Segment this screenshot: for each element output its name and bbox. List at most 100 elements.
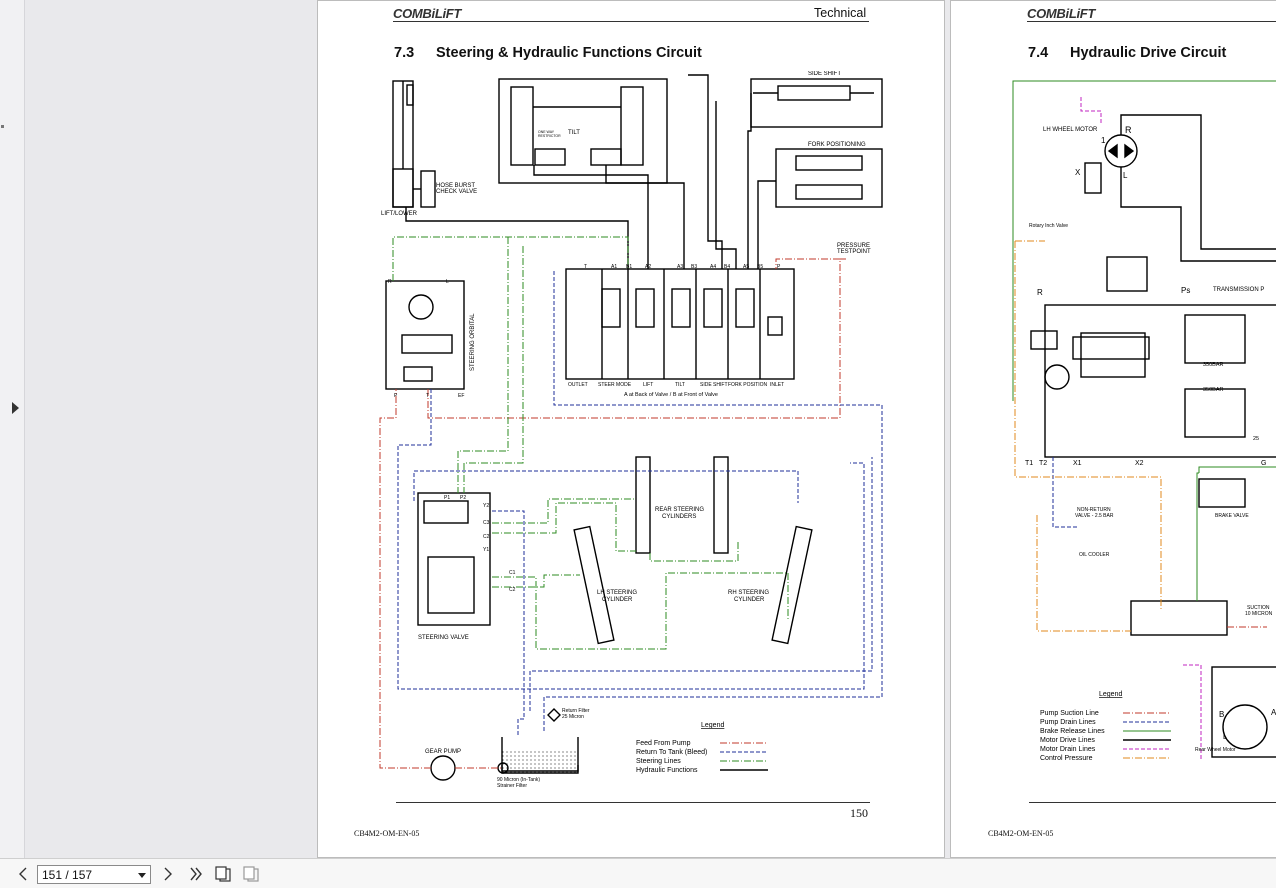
copy-pages-icon: [243, 866, 259, 882]
label-brake-valve: BRAKE VALVE: [1215, 513, 1249, 519]
header-rule: [393, 21, 869, 22]
combilift-logo: COMBiLiFT: [1027, 6, 1096, 21]
document-page-151: COMBiLiFT 7.4 Hydraulic Drive Circuit: [950, 0, 1276, 858]
previous-page-button[interactable]: [14, 865, 32, 883]
next-page-button[interactable]: [159, 865, 177, 883]
label-rh-steering-2: CYLINDER: [734, 597, 765, 603]
legend-label-hydraulic: Hydraulic Functions: [636, 767, 698, 774]
label-port-1: 1: [1101, 136, 1106, 145]
port-p2: P2: [460, 495, 466, 501]
port-c2-b: C2: [509, 587, 516, 593]
legend-label-motor-drain: Motor Drain Lines: [1040, 746, 1096, 753]
label-non-return-1: NON-RETURN: [1077, 507, 1111, 513]
label-rh-steering-1: RH STEERING: [728, 590, 769, 596]
label-pressure-1: PRESSURE: [837, 243, 870, 249]
drive-tank: [1130, 600, 1228, 636]
port-p: P: [777, 264, 781, 270]
label-hose-burst-1: HOSE BURST: [436, 183, 475, 189]
brake-valve: [1198, 478, 1246, 508]
label-rotary-inch: Rotary Inch Valve: [1029, 223, 1068, 229]
page-number-select[interactable]: 151 / 157: [37, 865, 151, 884]
one-way-restrictor-left: [534, 148, 566, 166]
port-a1: A1: [611, 264, 617, 270]
document-code: CB4M2-OM-EN-05: [354, 829, 420, 838]
expand-sidebar-icon[interactable]: [12, 402, 19, 414]
rh-steering-cylinder: [771, 525, 813, 645]
fork-cylinder-top: [795, 155, 863, 171]
combilift-logo: COMBiLiFT: [393, 6, 462, 21]
document-code: CB4M2-OM-EN-05: [988, 829, 1054, 838]
last-page-button[interactable]: [187, 865, 205, 883]
port-a5: A5: [743, 264, 749, 270]
sectional-control-valve: [565, 268, 795, 380]
charge-pump: [1044, 364, 1070, 390]
rotate-view-button[interactable]: [215, 865, 233, 883]
port-b1: B1: [626, 264, 632, 270]
lh-brake: [1084, 162, 1102, 194]
label-suction-2: 10 MICRON: [1245, 611, 1273, 617]
gear-pump: [430, 755, 456, 781]
rear-steering-cylinder-right: [713, 456, 729, 554]
label-t2: T2: [1039, 460, 1047, 467]
legend-label-brake-release: Brake Release Lines: [1040, 728, 1105, 735]
label-g: G: [1261, 460, 1266, 467]
legend-label-control-pressure: Control Pressure: [1040, 755, 1093, 762]
label-steering-valve: STEERING VALVE: [418, 635, 469, 641]
port-t-orbital: T: [426, 393, 429, 399]
port-a4: A4: [710, 264, 716, 270]
port-p1: P1: [444, 495, 450, 501]
label-lh-steering-2: CYLINDER: [602, 597, 633, 603]
rear-steering-cylinder-left: [635, 456, 651, 554]
label-hose-burst-2: CHECK VALVE: [436, 189, 477, 195]
port-p-orbital: P: [394, 393, 398, 399]
port-y1: Y1: [483, 547, 489, 553]
transmission-pump: [1044, 304, 1276, 458]
tilt-cylinder-box: [498, 78, 668, 184]
lh-steering-cylinder: [573, 525, 615, 645]
rotate-page-icon: [215, 866, 231, 882]
legend-title: Legend: [1099, 691, 1122, 698]
sidebar-marker: [1, 125, 4, 128]
label-transmission: TRANSMISSION P: [1213, 287, 1264, 293]
two-page-view-button[interactable]: [243, 865, 261, 883]
legend-title: Legend: [701, 722, 724, 729]
steering-orbital-motor: [408, 294, 434, 320]
legend-label-pump-drain: Pump Drain Lines: [1040, 719, 1096, 726]
label-return-filter-2: 25 Micron: [562, 714, 584, 720]
label-suction-1: SUCTION: [1247, 605, 1270, 611]
viewer-toolbar: 151 / 157: [0, 858, 1276, 888]
steering-valve-block: [417, 492, 491, 626]
rear-wheel-motor: [1222, 704, 1268, 750]
tilt-cylinder-left: [510, 86, 534, 166]
legend-label-feed: Feed From Pump: [636, 740, 691, 747]
chevron-right-icon: [164, 867, 172, 881]
section-number: 7.4: [1028, 45, 1049, 61]
label-one-way-2: RESTRICTOR: [538, 134, 561, 138]
label-pressure-2: TESTPOINT: [837, 249, 871, 255]
side-shift-cylinder: [777, 85, 851, 101]
label-350bar-2: 350BAR: [1203, 387, 1224, 393]
label-350bar-1: 350BAR: [1203, 362, 1224, 368]
steering-orbital-unit: [385, 280, 465, 390]
footer-rule: [1029, 802, 1276, 803]
label-gear-pump: GEAR PUMP: [425, 749, 461, 755]
label-port-b: B: [1219, 710, 1224, 719]
legend: Legend Feed From Pump Return To Tank (Bl…: [636, 722, 768, 774]
double-chevron-right-icon: [190, 867, 202, 881]
label-return-filter-1: Return Filter: [562, 708, 590, 714]
port-b3: B3: [691, 264, 697, 270]
label-r-port: R: [1037, 288, 1043, 297]
label-lh-wheel-motor: LH WHEEL MOTOR: [1043, 127, 1098, 133]
fork-cylinder-bottom: [795, 184, 863, 200]
port-l: L: [446, 279, 449, 285]
label-ps: Ps: [1181, 286, 1190, 295]
page-indicator: 151 / 157: [42, 868, 93, 882]
label-t1: T1: [1025, 460, 1033, 467]
page-number: 150: [850, 806, 868, 820]
port-b4: B4: [724, 264, 730, 270]
return-filter: [547, 708, 561, 722]
label-rear-wheel-motor: Rear Wheel Motor: [1195, 747, 1236, 753]
label-port-x: X: [1075, 168, 1081, 177]
sidebar-panel: [0, 0, 25, 858]
label-x2: X2: [1135, 460, 1144, 467]
